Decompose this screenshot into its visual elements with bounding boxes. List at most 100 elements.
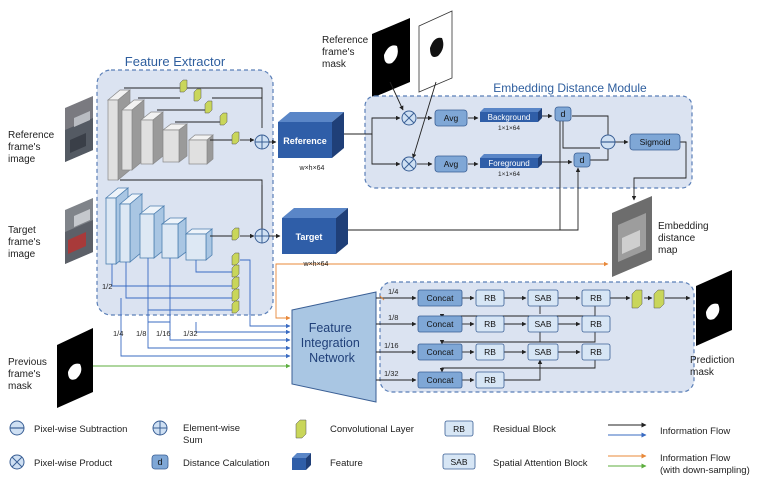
sab-box-1 <box>527 289 559 307</box>
embedding-map-label: Embedding distance map <box>658 221 711 256</box>
concat-box-2 <box>417 315 463 333</box>
foreground-label: Foreground <box>488 159 529 168</box>
legend-flow: Information Flow <box>660 426 730 437</box>
scale-bottom-4: 1/32 <box>183 329 198 338</box>
element-wise-sum-ref <box>254 134 270 150</box>
target-feature-dim: w×h×64 <box>303 261 329 268</box>
rb-label-7: RB <box>590 347 602 357</box>
branch-scale-1: 1/4 <box>388 287 398 296</box>
sab-icon <box>442 453 476 470</box>
legend-product: Pixel-wise Product <box>34 458 112 469</box>
fin-label: Feature Integration Network <box>301 321 364 365</box>
fin-trapezoid <box>291 291 377 403</box>
feature-icon <box>292 453 311 470</box>
target-feature-label: Target <box>296 232 323 242</box>
background-dim: 1×1×64 <box>498 125 520 132</box>
avg-label-fg: Avg <box>444 159 459 169</box>
scale-bottom-1: 1/4 <box>113 329 123 338</box>
avg-box-fg <box>434 155 468 173</box>
reference-feature <box>278 112 344 158</box>
pixel-wise-product-fg <box>401 156 417 172</box>
rb-label-1: RB <box>484 293 496 303</box>
target-image <box>65 198 93 264</box>
rb-box-2 <box>475 315 505 333</box>
target-image-label: Target frame's image <box>8 225 43 260</box>
legend-feature: Feature <box>330 458 363 469</box>
rb-label-6: RB <box>590 319 602 329</box>
embedding-flow-lines <box>344 81 687 231</box>
reference-image <box>65 96 93 162</box>
legend-flow-down: Information Flow (with down-sampling) <box>660 453 750 476</box>
rb-box-1 <box>475 289 505 307</box>
distance-label-fg: d <box>579 155 584 165</box>
rb-label-2: RB <box>484 319 496 329</box>
legend-sum: Element-wise Sum <box>183 423 243 446</box>
legend-sab: Spatial Attention Block <box>493 458 588 469</box>
sigmoid-box <box>629 133 681 151</box>
conv-icon <box>295 419 307 439</box>
sab-icon-label: SAB <box>450 457 467 467</box>
rb-label-3: RB <box>484 347 496 357</box>
reference-mask-image <box>372 10 453 98</box>
target-feature <box>282 208 348 254</box>
sab-box-3 <box>527 343 559 361</box>
scale-lines <box>111 258 251 323</box>
sab-label-1: SAB <box>534 293 551 303</box>
concat-box-3 <box>417 343 463 361</box>
embedding-distance-map <box>612 196 652 277</box>
concat-label-1: Concat <box>427 293 455 303</box>
scale-half: 1/2 <box>102 282 112 291</box>
prediction-mask-image <box>696 270 732 346</box>
subtraction-icon <box>9 420 25 436</box>
foreground-feature <box>480 154 542 168</box>
reference-skip-lines <box>124 87 263 143</box>
previous-mask-label: Previous frame's mask <box>8 357 50 392</box>
distance-icon-symbol: d <box>157 457 162 467</box>
rb-icon <box>444 420 474 437</box>
reference-feature-label: Reference <box>283 136 327 146</box>
sab-box-2 <box>527 315 559 333</box>
legend: Pixel-wise Subtraction Pixel-wise Produc… <box>9 419 750 476</box>
rb-box-3 <box>475 343 505 361</box>
conv-layer-icon-target <box>231 227 240 241</box>
branch-scale-4: 1/32 <box>384 369 399 378</box>
scale-bottom-3: 1/16 <box>156 329 171 338</box>
rb-label-4: RB <box>484 375 496 385</box>
conv-layer-icon-ref <box>179 79 240 145</box>
concat-box-4 <box>417 371 463 389</box>
reference-encoder <box>107 89 214 181</box>
sab-label-2: SAB <box>534 319 551 329</box>
sab-label-3: SAB <box>534 347 551 357</box>
rb-box-6 <box>581 315 611 333</box>
rb-box-7 <box>581 343 611 361</box>
background-feature <box>480 108 542 122</box>
legend-conv: Convolutional Layer <box>330 424 414 435</box>
branch-scale-3: 1/16 <box>384 341 399 350</box>
reference-feature-dim: w×h×64 <box>299 165 325 172</box>
target-skip-lines <box>120 179 263 239</box>
concat-label-4: Concat <box>427 375 455 385</box>
scale-bottom-2: 1/8 <box>136 329 146 338</box>
decoder-lines <box>376 295 691 383</box>
concat-label-3: Concat <box>427 347 455 357</box>
legend-rb: Residual Block <box>493 424 556 435</box>
sum-icon <box>152 420 168 436</box>
concat-box-1 <box>417 289 463 307</box>
concat-label-2: Concat <box>427 319 455 329</box>
rb-label-5: RB <box>590 293 602 303</box>
feature-extractor-title: Feature Extractor <box>125 54 226 69</box>
distance-box-fg <box>573 152 591 168</box>
prediction-label: Prediction mask <box>690 355 737 378</box>
branch-scale-2: 1/8 <box>388 313 398 322</box>
avg-box-bg <box>434 109 468 127</box>
target-encoder <box>104 187 214 265</box>
previous-mask-image <box>57 328 93 408</box>
multi-scale-conv-stack <box>231 252 240 314</box>
reference-image-label: Reference frame's image <box>8 130 57 165</box>
rb-icon-label: RB <box>453 424 465 434</box>
reference-mask-label: Reference frame's mask <box>322 35 371 70</box>
avg-label-bg: Avg <box>444 113 459 123</box>
distance-label-bg: d <box>560 109 565 119</box>
